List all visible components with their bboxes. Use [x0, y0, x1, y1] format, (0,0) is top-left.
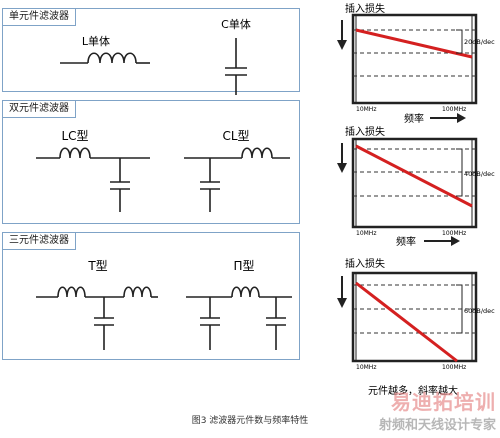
- t-type-circuit: [36, 286, 158, 350]
- single-element-section: [2, 8, 300, 92]
- graph-slope: 20dB/dec: [464, 38, 495, 46]
- pi-type-label: Π型: [233, 259, 254, 273]
- figure-caption: 图3 滤波器元件数与频率特性: [191, 416, 309, 426]
- pi-type-circuit: [186, 286, 292, 350]
- c-single-label: C单体: [221, 17, 251, 31]
- graph-ylabel: 插入损失: [345, 2, 385, 15]
- watermark-bottom: 射频和天线设计专家: [378, 418, 496, 433]
- graph-slope: 60dB/dec: [464, 307, 495, 315]
- graph-40db: 插入损失 40dB/dec 10MHz 100MHz 频率: [337, 125, 495, 248]
- graph-x-start: 10MHz: [356, 106, 376, 113]
- graph-x-start: 10MHz: [356, 364, 376, 371]
- note-text: 元件越多，斜率越大: [368, 384, 458, 397]
- graph-ylabel: 插入损失: [345, 257, 385, 270]
- graph-ylabel: 插入损失: [345, 125, 385, 138]
- lc-type-label: LC型: [61, 129, 88, 143]
- three-element-section: [2, 232, 300, 360]
- t-type-label: T型: [87, 259, 107, 273]
- graph-xlabel: 频率: [396, 235, 416, 248]
- two-element-section: [2, 100, 300, 224]
- three-element-label: 三元件滤波器: [2, 232, 76, 250]
- two-element-label: 双元件滤波器: [2, 100, 76, 118]
- graph-x-end: 100MHz: [442, 106, 466, 113]
- cl-type-label: CL型: [222, 129, 249, 143]
- l-single-label: L单体: [82, 34, 110, 48]
- c-single-circuit: [225, 38, 247, 95]
- graph-x-end: 100MHz: [442, 364, 466, 371]
- graph-x-start: 10MHz: [356, 230, 376, 237]
- circuit-diagrams: L单体 C单体 LC型 CL型 T型 Π型: [36, 17, 292, 350]
- cl-type-circuit: [184, 147, 290, 212]
- l-single-circuit: [60, 52, 150, 64]
- frequency-graphs: 插入损失 20dB/dec 10MHz 100MHz 频率 插入损失 40dB/…: [337, 2, 495, 397]
- graph-20db: 插入损失 20dB/dec 10MHz 100MHz 频率: [337, 2, 495, 125]
- lc-type-circuit: [36, 147, 150, 212]
- watermark-top: 易迪拓培训: [391, 390, 496, 414]
- graph-x-end: 100MHz: [442, 230, 466, 237]
- single-element-label: 单元件滤波器: [2, 8, 76, 26]
- graph-slope: 40dB/dec: [464, 170, 495, 178]
- graph-xlabel: 频率: [404, 112, 424, 125]
- graph-60db: 插入损失 60dB/dec 10MHz 100MHz: [337, 257, 495, 371]
